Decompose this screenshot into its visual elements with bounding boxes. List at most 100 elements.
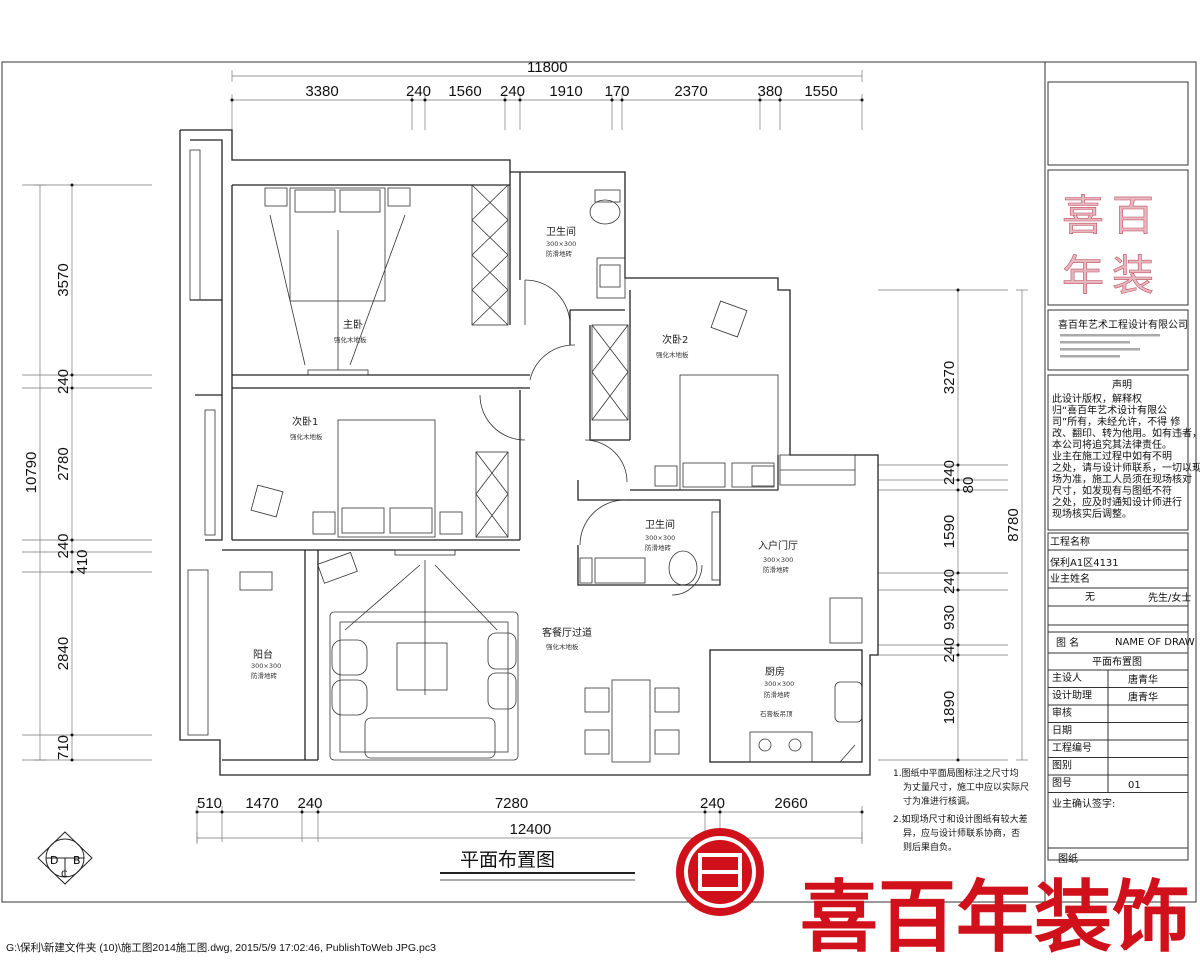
dimension-label: 2370 [674, 83, 707, 100]
dimension-label: 170 [604, 83, 629, 100]
dimension-label: 240 [55, 369, 72, 394]
windows [187, 149, 856, 736]
dimension-label: 2780 [55, 447, 72, 480]
tb-row-value: 唐青华 [1128, 673, 1158, 686]
copyright-line: 改、翻印、转为他用。如有违者， [1052, 427, 1200, 440]
tb-row-label: 图号 [1052, 777, 1072, 789]
svg-text:D: D [50, 854, 58, 867]
room-size: 300×300 [645, 534, 675, 542]
tb-row-value: 01 [1128, 780, 1141, 791]
dimension-label: 2660 [774, 795, 807, 812]
svg-text:C: C [61, 870, 67, 880]
wardrobe [471, 184, 509, 326]
svg-text:装: 装 [1112, 251, 1154, 300]
dimension-label: 1910 [549, 83, 582, 100]
brand-text: 喜百年装饰 [800, 872, 1190, 960]
dimension-label: 240 [500, 83, 525, 100]
room-floor: 防滑地砖 [764, 690, 791, 699]
dimension-label: 240 [941, 460, 958, 485]
coffee-table [396, 642, 448, 691]
room-ceiling: 石膏板吊顶 [760, 709, 793, 718]
dimension-label: 240 [941, 637, 958, 662]
room-floor: 强化木地板 [290, 432, 323, 441]
dimension-label: 1590 [941, 515, 958, 548]
tb-row-label: 审核 [1052, 706, 1072, 719]
dimension-label: 510 [197, 795, 222, 812]
dimension-label: 1890 [941, 691, 958, 724]
sofa [329, 611, 519, 761]
room-balcony: 阳台 [253, 648, 273, 661]
company-logo: 喜 百 年 装 [1062, 191, 1155, 301]
copyright-line: 之处，应及时通知设计师进行 [1052, 496, 1182, 509]
dimension-label: 3570 [55, 263, 72, 296]
compass-symbol: D B C [37, 831, 93, 885]
copyright-line: 场为准，施工人员须在现场核对 [1052, 473, 1192, 486]
tb-row-label: 主设人 [1052, 672, 1082, 684]
room-entrance-hall: 入户门厅 [758, 539, 798, 552]
room-floor: 防滑地砖 [645, 543, 672, 552]
dimension-label: 710 [55, 735, 72, 760]
dimension-label: 80 [960, 477, 977, 494]
dimension-label: 1470 [245, 795, 278, 812]
tb-row-value: 唐青华 [1128, 691, 1158, 704]
room-floor: 防滑地砖 [763, 565, 790, 574]
note-line: 异，应与设计师联系协商，否 [903, 827, 1020, 839]
dimension-label: 380 [757, 83, 782, 100]
svg-text:年: 年 [1062, 251, 1104, 300]
owner-confirm-label: 业主确认签字: [1052, 797, 1115, 810]
room-bedroom-2: 次卧2 [662, 333, 688, 346]
room-size: 300×300 [763, 556, 793, 564]
dimension-label: 930 [941, 605, 958, 630]
drawing-name: 平面布置图 [1092, 656, 1142, 668]
copyright-line: 本公司将追究其法律责任。 [1052, 438, 1172, 451]
tb-row-label: 工程编号 [1052, 741, 1092, 754]
copyright-line: 业主在施工过程中如有不明 [1052, 450, 1172, 463]
room-bathroom-2: 卫生间 [645, 518, 675, 531]
sheet-frame [1, 61, 1197, 903]
dining-table [611, 679, 651, 763]
dimension-label: 410 [74, 549, 91, 574]
dimension-total: 8780 [1005, 508, 1022, 541]
copyright-title: 声明 [1112, 378, 1132, 391]
room-living-dining: 客餐厅过道 [542, 626, 592, 639]
dimension-total: 12400 [510, 821, 552, 838]
dimension-total: 11800 [527, 59, 568, 76]
tb-row-label: 日期 [1052, 725, 1072, 737]
room-size: 300×300 [546, 240, 576, 248]
furniture [239, 184, 863, 763]
dimension-label: 240 [297, 795, 322, 812]
dimension-label: 7280 [495, 795, 528, 812]
bedroom1-bed [337, 419, 436, 538]
copyright-line: 归“喜百年艺术设计有限公 [1052, 404, 1167, 417]
dimension-label: 3270 [941, 361, 958, 394]
walls [179, 129, 879, 776]
dimension-total: 10790 [23, 452, 40, 494]
note-line: 寸为准进行核调。 [903, 795, 975, 807]
svg-text:喜: 喜 [1062, 191, 1104, 240]
copyright-line: 此设计版权，解释权 [1052, 392, 1142, 405]
drawing-name-label: 图 名 [1056, 636, 1079, 649]
svg-text:百: 百 [1112, 191, 1154, 240]
owner-name: 无 [1085, 592, 1095, 603]
room-kitchen: 厨房 [765, 665, 785, 678]
copyright-line: 之处，请与设计师联系，一切以现 [1052, 461, 1200, 474]
company-name: 喜百年艺术工程设计有限公司 [1058, 318, 1188, 331]
file-path: G:\保利\新建文件夹 (10)\施工图2014施工图.dwg, 2015/5/… [6, 941, 436, 954]
construction-notes: 1.图纸中平面局图标注之尺寸均 为丈量尺寸，施工中应以实际尺 寸为准进行核调。 … [893, 767, 1029, 853]
room-floor: 防滑地砖 [251, 671, 278, 680]
room-floor: 防滑地砖 [546, 249, 573, 258]
room-size: 300×300 [764, 680, 794, 688]
owner-extra: 先生/女士 [1148, 591, 1191, 604]
copyright-line: 尺寸，如发现有与图纸不符 [1052, 484, 1172, 497]
owner-label: 业主姓名 [1050, 572, 1090, 585]
note-line: 2.如现场尺寸和设计图纸有较大差 [893, 813, 1028, 825]
tb-row-label: 设计助理 [1052, 689, 1092, 702]
svg-text:B: B [73, 854, 81, 867]
dimension-label: 240 [406, 83, 431, 100]
dimension-label: 3380 [305, 83, 338, 100]
copyright-line: 现场核实后调整。 [1052, 507, 1132, 520]
room-bedroom-1: 次卧1 [292, 415, 318, 428]
